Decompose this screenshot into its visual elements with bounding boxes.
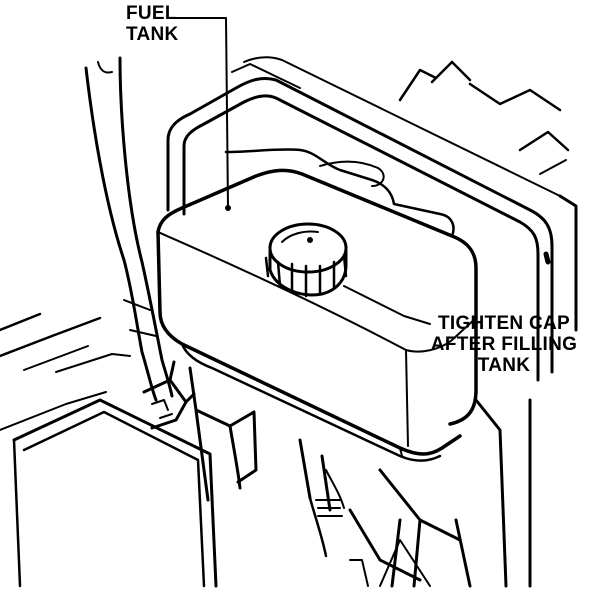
tighten-cap-label-line-2: AFTER FILLING [430,334,578,355]
fuel-tank-label-line-2: TANK [126,24,179,45]
hose-clamp [142,360,196,430]
fuel-tank-label-line-1: FUEL [126,3,177,24]
fuel-tank-leader [171,17,229,209]
tank-top-recess [224,148,455,238]
cap-leader [343,285,431,325]
tank-housing [166,56,578,382]
fuel-tank-label: FUEL TANK [126,3,179,45]
tighten-cap-label-line-1: TIGHTEN CAP [437,313,571,334]
fuel-cap [264,222,348,298]
side-compartment [0,312,218,588]
fuel-hose [84,56,174,402]
callout-leaders [171,17,431,325]
tighten-cap-label: TIGHTEN CAP AFTER FILLING TANK [418,313,590,376]
tighten-cap-label-line-3: TANK [477,355,531,376]
lower-frame [188,366,532,588]
tank-body [156,168,478,462]
